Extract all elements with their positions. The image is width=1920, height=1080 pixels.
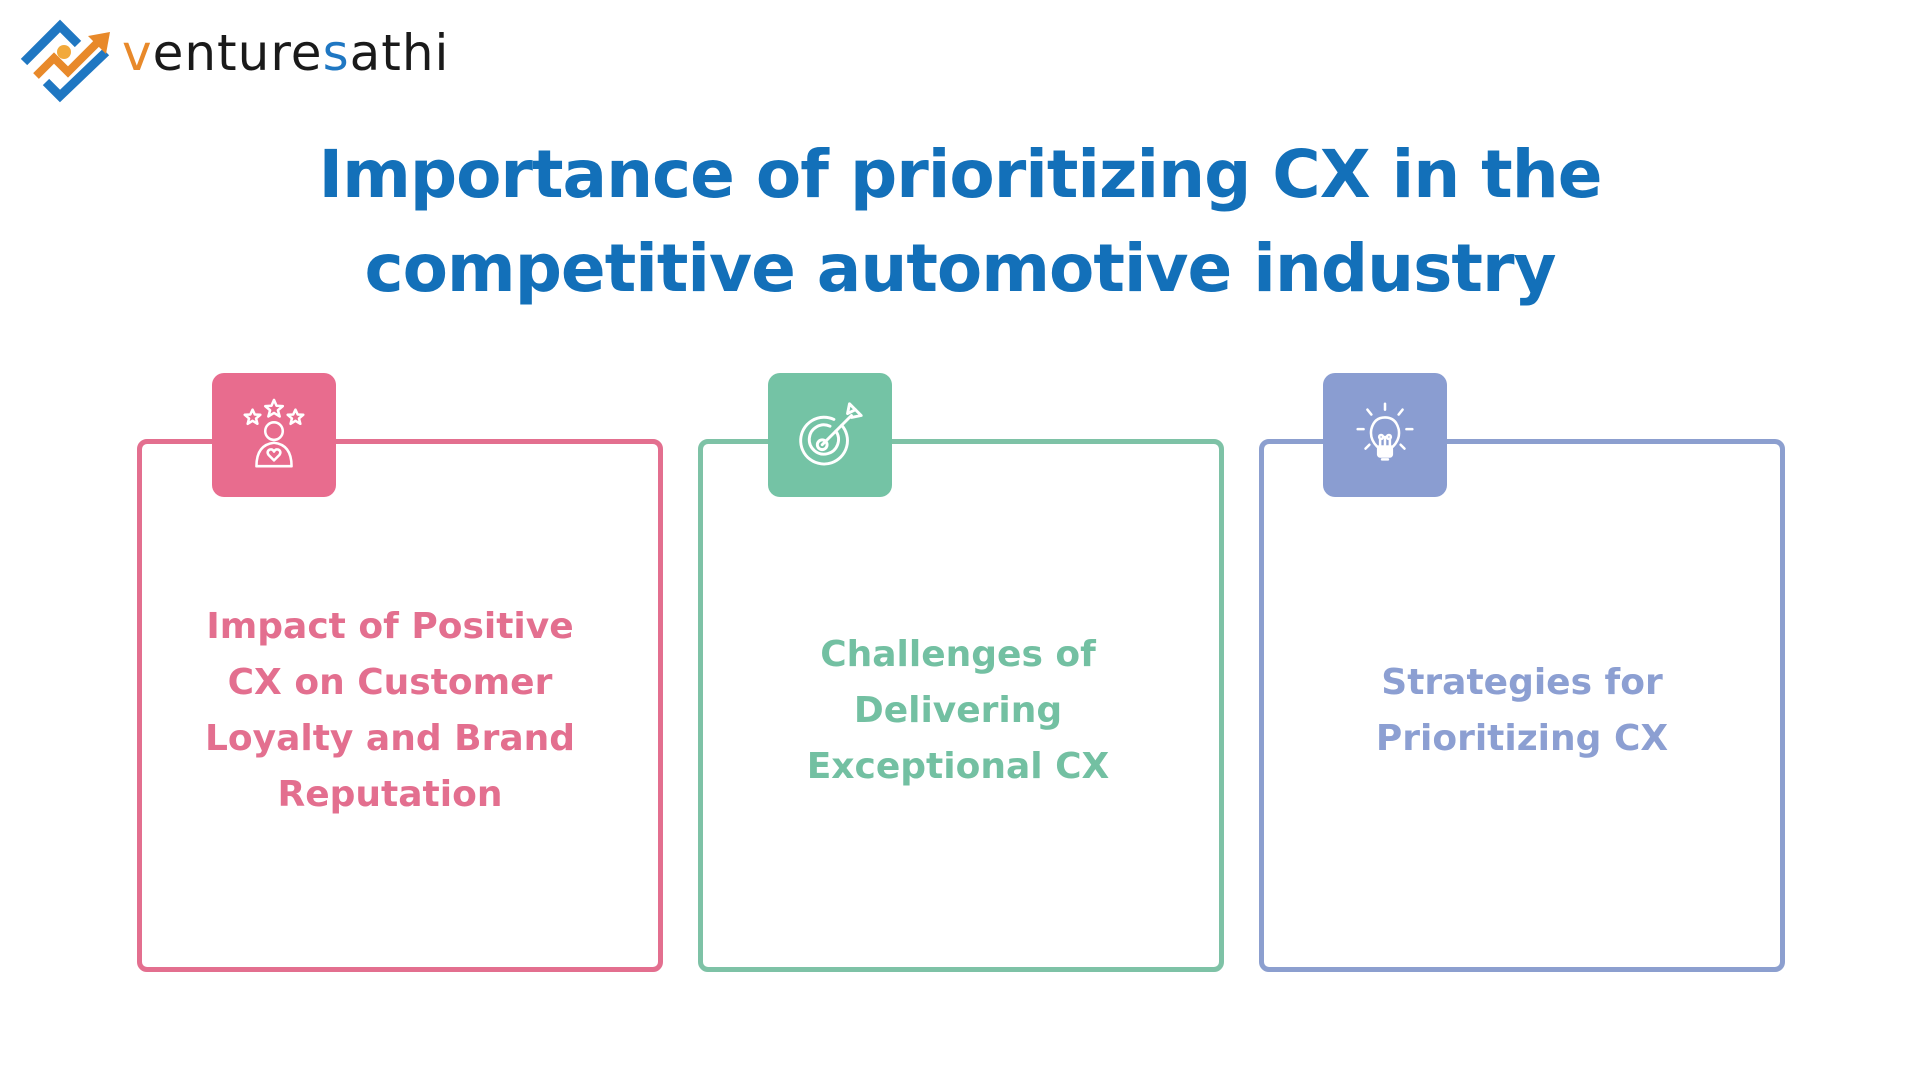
card-1-line: CX on Customer — [227, 662, 553, 703]
customer-rating-icon — [243, 398, 305, 468]
card-2-heading: Challenges of Delivering Exceptional CX — [697, 627, 1219, 795]
card-1-heading: Impact of Positive CX on Customer Loyalt… — [122, 599, 658, 823]
card-2-line: Delivering — [853, 690, 1063, 731]
card-3-icon-badge — [1323, 373, 1447, 497]
card-3-line: Strategies for — [1381, 662, 1663, 703]
lightbulb-icon — [1356, 402, 1414, 461]
title-line-2: competitive automotive industry — [364, 230, 1556, 307]
card-1-icon-badge — [212, 373, 336, 497]
wordmark-athi: athi — [349, 24, 450, 82]
wordmark-v: v — [122, 24, 153, 82]
title-line-1: Importance of prioritizing CX in the — [318, 136, 1603, 213]
card-3-heading: Strategies for Prioritizing CX — [1264, 655, 1780, 767]
wordmark-enture: enture — [152, 24, 323, 82]
brand-wordmark: venturesathi — [122, 24, 449, 82]
card-1-line: Reputation — [277, 774, 503, 815]
card-cx-challenges: Challenges of Delivering Exceptional CX — [698, 439, 1224, 972]
card-2-line: Challenges of — [820, 634, 1096, 675]
card-1-line: Impact of Positive — [206, 606, 574, 647]
card-cx-strategies: Strategies for Prioritizing CX — [1259, 439, 1785, 972]
card-3-line: Prioritizing CX — [1375, 718, 1669, 759]
card-positive-cx-impact: Impact of Positive CX on Customer Loyalt… — [137, 439, 663, 972]
card-1-line: Loyalty and Brand — [204, 718, 576, 759]
card-2-line: Exceptional CX — [806, 746, 1110, 787]
page-title: Importance of prioritizing CX in the com… — [0, 128, 1920, 316]
target-arrow-icon — [799, 402, 863, 466]
brand-logo — [18, 14, 114, 110]
venturesathi-logo-icon — [20, 19, 110, 103]
card-2-icon-badge — [768, 373, 892, 497]
wordmark-s: s — [322, 24, 350, 82]
